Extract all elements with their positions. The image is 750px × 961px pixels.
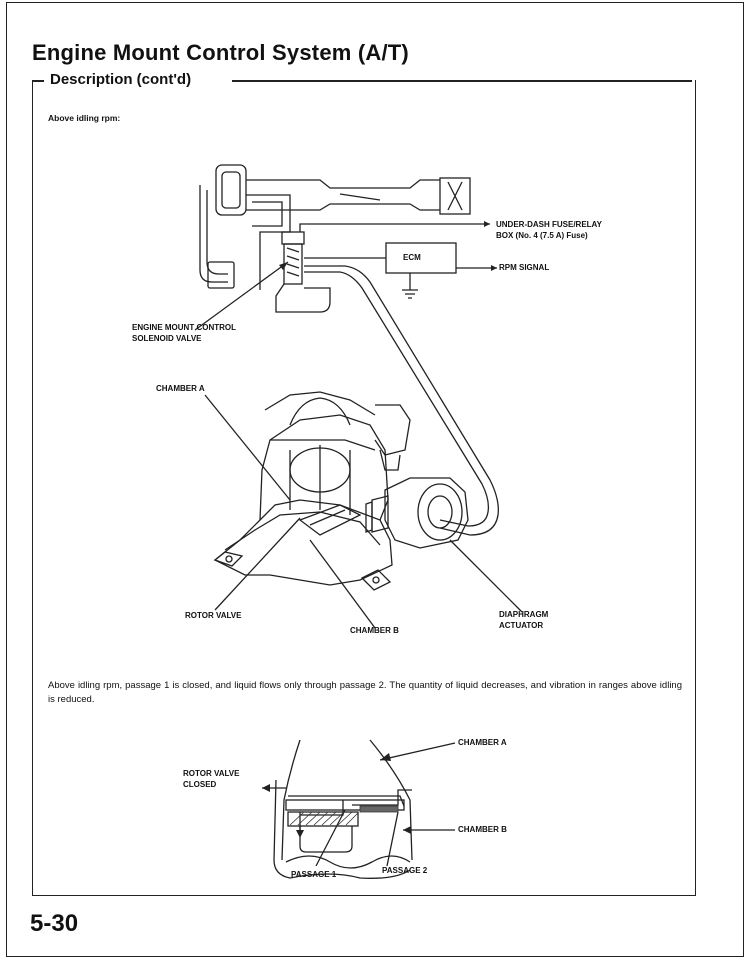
actuator-label-2: ACTUATOR [499,621,544,630]
leader-rotor-valve [214,517,301,611]
page-border [6,2,744,957]
actuator-label-1: DIAPHRAGM [499,610,549,619]
solenoid-label-1: ENGINE MOUNT CONTROL [132,323,236,332]
description-paragraph: Above idling rpm, passage 1 is closed, a… [48,680,682,705]
section-rule-left [32,80,44,82]
chamber-a-label: CHAMBER A [156,384,205,393]
passage-1-label: PASSAGE 1 [291,870,337,879]
bottom-chamber-a-label: CHAMBER A [458,738,507,747]
intro-label: Above idling rpm: [48,113,121,123]
fuse-box-label-2: BOX (No. 4 (7.5 A) Fuse) [496,231,588,240]
leader-chamber-a [204,394,291,501]
solenoid-label-2: SOLENOID VALVE [132,334,202,343]
rotor-valve-closed-label-2: CLOSED [183,780,217,789]
page-number: 5-30 [30,910,79,937]
pipe-left [199,185,228,283]
content-frame [32,80,696,896]
chamber-b-label: CHAMBER B [350,626,399,635]
leader-actuator [449,539,523,613]
page-title: Engine Mount Control System (A/T) [32,40,409,65]
rotor-valve-closed-label-1: ROTOR VALVE [183,769,240,778]
section-rule-right [232,80,692,82]
ecm-label: ECM [403,253,421,262]
rotor-valve-label: ROTOR VALVE [185,611,242,620]
leader-chamber-b [309,539,376,629]
section-title: Description (cont'd) [50,71,198,88]
bottom-chamber-b-label: CHAMBER B [458,825,507,834]
rpm-signal-label: RPM SIGNAL [499,263,550,272]
fuse-box-label-1: UNDER-DASH FUSE/RELAY [496,220,602,229]
passage-2-label: PASSAGE 2 [382,866,428,875]
